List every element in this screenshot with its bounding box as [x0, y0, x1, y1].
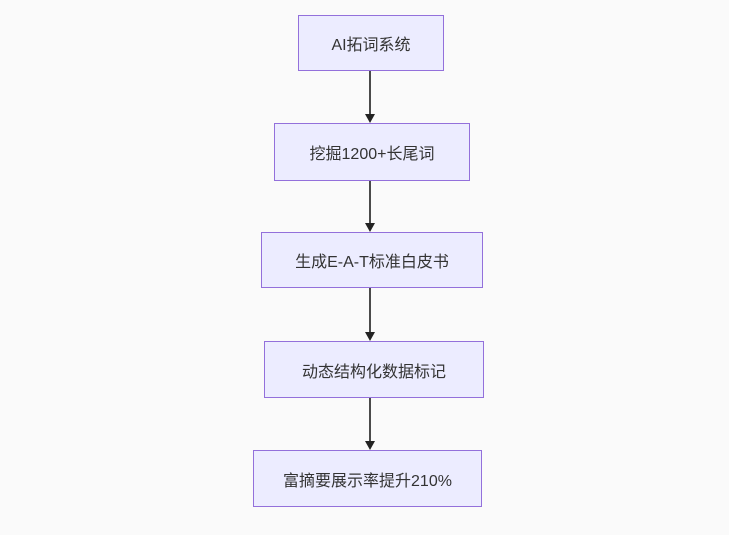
flow-node-4-label: 动态结构化数据标记: [301, 363, 446, 381]
flow-edge-3: [365, 288, 375, 341]
flow-node-1-label: AI拓词系统: [331, 37, 411, 54]
arrowhead-down-icon: [365, 441, 375, 450]
flow-edge-1: [365, 71, 375, 123]
flow-node-2-label: 挖掘1200+长尾词: [309, 146, 435, 163]
flow-node-1: AI拓词系统: [298, 15, 444, 71]
flow-node-3-label: 生成E-A-T标准白皮书: [295, 254, 449, 271]
arrowhead-down-icon: [365, 223, 375, 232]
flow-node-5-label: 富摘要展示率提升210%: [283, 472, 452, 490]
flow-node-3: 生成E-A-T标准白皮书: [261, 232, 483, 288]
arrowhead-down-icon: [365, 332, 375, 341]
flow-node-4: 动态结构化数据标记: [264, 341, 484, 398]
flow-edge-4: [365, 398, 375, 450]
flow-node-2: 挖掘1200+长尾词: [274, 123, 470, 181]
flow-node-5: 富摘要展示率提升210%: [253, 450, 482, 507]
flow-edge-2: [365, 181, 375, 232]
arrowhead-down-icon: [365, 114, 375, 123]
